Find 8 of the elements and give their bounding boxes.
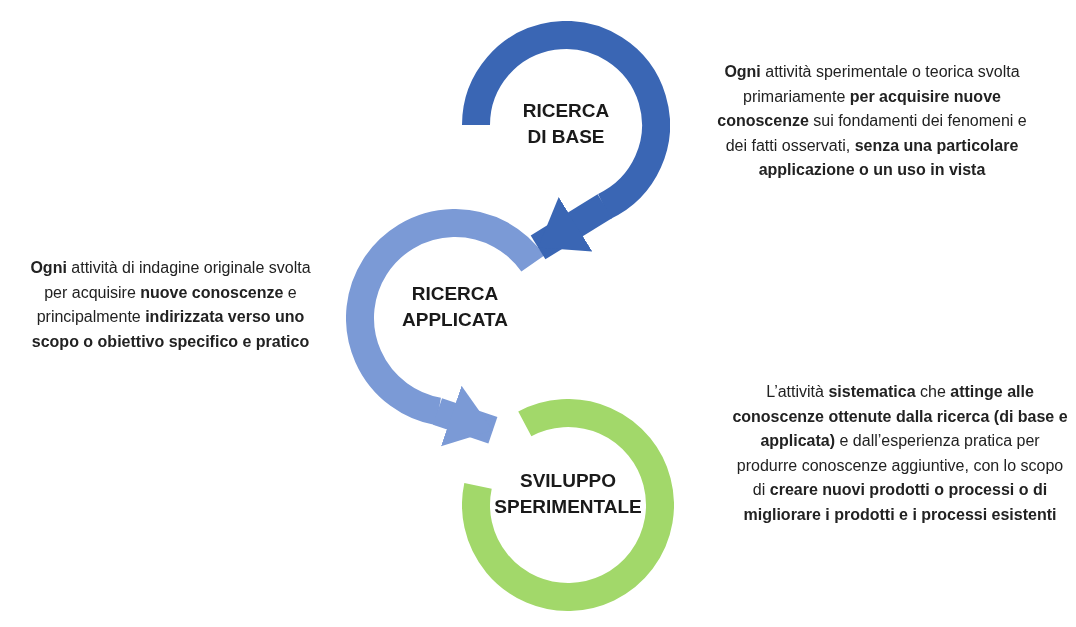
stage-title: SVILUPPO SPERIMENTALE (493, 469, 643, 519)
arrow (530, 194, 613, 260)
stage-title: RICERCA DI BASE (521, 99, 611, 149)
description-text: Ogni attività di indagine originale svolta per acquisire nuove conoscenze e principalmente indirizzata verso uno scopo o obiettivo specifico e pratico (29, 258, 312, 352)
arrow (433, 385, 498, 447)
description-text: L’attività sistematica che attinge alle conoscenze ottenute dalla ricerca (di base e applicata) e dall’esperienza pratica per produrre conoscenze aggiuntive, con lo scopo di creare nuovi prodotti o processi o di migliorare i prodotti e i processi esistenti (731, 382, 1069, 525)
description-text: Ogni attività sperimentale o teorica svolta primariamente per acquisire nuove conoscenze sui fondamenti dei fenomeni e dei fatti osservati, senza una particolare applicazione o un uso in vista (716, 62, 1028, 180)
stage-title: RICERCA APPLICATA (401, 282, 509, 332)
